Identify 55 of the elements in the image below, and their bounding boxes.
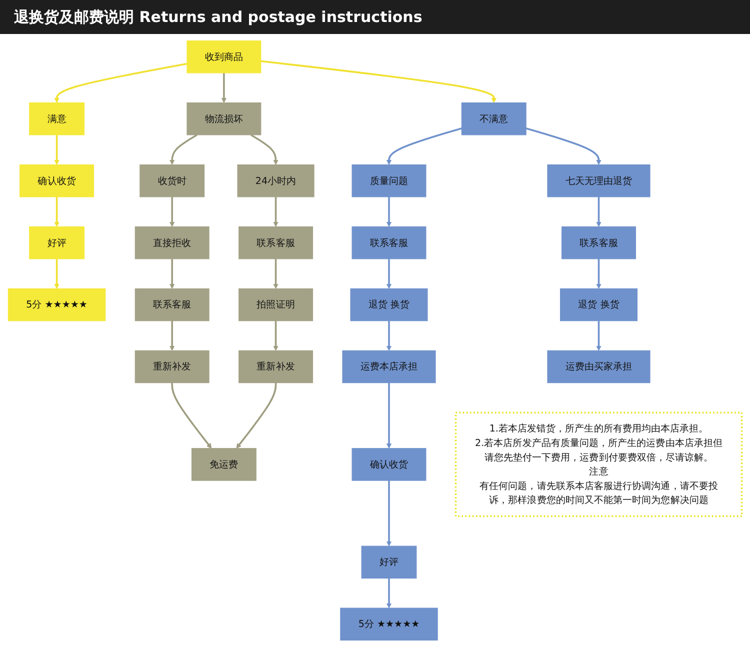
arrow [169, 134, 198, 165]
node-box: 联系客服 [134, 288, 210, 322]
header-title: 退换货及邮费说明 Returns and postage instructions [0, 0, 750, 34]
node-box: 七天无理由退货 [547, 164, 650, 198]
node-box: 收货时 [140, 164, 205, 198]
arrow [273, 196, 278, 227]
node-box: 免运费 [191, 448, 256, 481]
arrow [169, 320, 175, 351]
arrow [386, 480, 392, 546]
arrow [273, 258, 278, 289]
node-box: 拍照证明 [238, 288, 314, 322]
node-box: 质量问题 [352, 164, 426, 198]
arrow [250, 134, 278, 165]
node-box: 24小时内 [237, 164, 314, 198]
arrow [273, 320, 278, 351]
arrow [236, 382, 277, 449]
arrow [596, 196, 602, 227]
node-box: 退货 换货 [560, 288, 638, 322]
node-box: 联系客服 [352, 226, 426, 260]
node-box: 好评 [361, 546, 417, 579]
arrow [386, 258, 392, 289]
node-box: 确认收货 [20, 164, 94, 198]
arrow [386, 382, 392, 449]
arrow [54, 258, 60, 289]
node-box: 好评 [29, 226, 84, 260]
node-box: 重新补发 [134, 350, 210, 384]
node-box: 联系客服 [562, 226, 636, 260]
node-box: 收到商品 [186, 40, 262, 74]
arrow [386, 320, 392, 351]
arrow [386, 578, 392, 608]
node-box: 5分 ★★★★★ [8, 288, 106, 322]
node-box: 重新补发 [238, 350, 314, 384]
arrow [526, 127, 602, 165]
arrow [54, 134, 60, 165]
node-box: 5分 ★★★★★ [340, 608, 438, 641]
arrow [386, 127, 462, 165]
arrow [54, 196, 60, 227]
arrow [169, 258, 175, 289]
arrow [221, 72, 227, 103]
arrow [596, 320, 602, 351]
arrow [596, 258, 602, 289]
arrow [171, 382, 212, 449]
node-box: 直接拒收 [134, 226, 210, 260]
node-box: 物流损坏 [186, 102, 262, 136]
node-box: 退货 换货 [350, 288, 428, 322]
arrow [54, 62, 188, 103]
arrow [169, 196, 175, 227]
node-box: 满意 [29, 102, 84, 136]
node-box: 确认收货 [352, 448, 426, 481]
node-box: 不满意 [461, 102, 526, 136]
node-box: 运费本店承担 [342, 350, 436, 384]
node-box: 联系客服 [238, 226, 314, 260]
arrow [260, 60, 496, 103]
arrow [386, 196, 392, 227]
node-box: 运费由买家承担 [547, 350, 650, 384]
